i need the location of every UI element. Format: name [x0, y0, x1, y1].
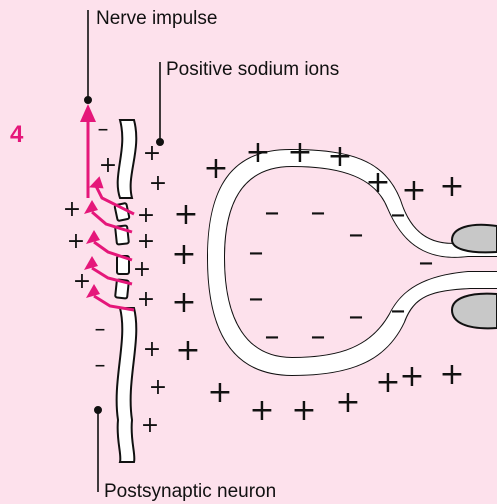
positive-ion: +	[207, 375, 232, 410]
negative-charge: –	[265, 319, 280, 354]
negative-charge: –	[391, 293, 406, 328]
positive-ion: +	[63, 197, 81, 222]
negative-charge: –	[311, 195, 326, 230]
positive-ion: +	[335, 385, 360, 420]
positive-ion: +	[327, 139, 352, 174]
positive-ion: +	[287, 135, 312, 170]
positive-ion: +	[99, 153, 117, 178]
negative-charge: –	[311, 319, 326, 354]
negative-charge: –	[95, 317, 106, 342]
positive-ion: +	[73, 269, 91, 294]
positive-ion: +	[143, 141, 161, 166]
positive-ion: +	[439, 357, 464, 392]
negative-charge: –	[391, 197, 406, 232]
positive-ion: +	[137, 203, 155, 228]
postsynaptic-membrane	[114, 120, 136, 462]
positive-ion: +	[67, 229, 85, 254]
positive-ion: +	[137, 229, 155, 254]
positive-ion: +	[245, 135, 270, 170]
negative-charge: –	[98, 117, 109, 142]
positive-ion: +	[203, 151, 228, 186]
step-number: 4	[10, 121, 24, 148]
negative-charge: –	[349, 299, 364, 334]
vesicle	[452, 294, 497, 329]
vesicle	[452, 225, 497, 253]
positive-ion: +	[171, 237, 196, 272]
positive-ion: +	[365, 165, 390, 200]
negative-charge: –	[249, 281, 264, 316]
positive-ion: +	[133, 257, 151, 282]
positive-ion: +	[175, 333, 200, 368]
positive-ion: +	[141, 413, 159, 438]
positive-ion: +	[375, 365, 400, 400]
positive-ion: +	[137, 287, 155, 312]
negative-charge: –	[419, 245, 434, 280]
positive-ion: +	[439, 169, 464, 204]
positive-ion: +	[399, 359, 424, 394]
negative-charge: –	[95, 353, 106, 378]
positive-ion: +	[249, 393, 274, 428]
positive-ion: +	[171, 285, 196, 320]
positive-ion: +	[291, 393, 316, 428]
positive-ion: +	[143, 337, 161, 362]
negative-charge: –	[249, 235, 264, 270]
positive-ion: +	[173, 197, 198, 232]
postsynaptic-neuron-label: Postsynaptic neuron	[104, 481, 276, 502]
positive-ion: +	[149, 375, 167, 400]
negative-charge: –	[349, 217, 364, 252]
nerve-impulse-label: Nerve impulse	[96, 8, 217, 29]
negative-charge: –	[265, 195, 280, 230]
positive-ion: +	[149, 171, 167, 196]
positive-sodium-ions-label: Positive sodium ions	[166, 59, 339, 80]
